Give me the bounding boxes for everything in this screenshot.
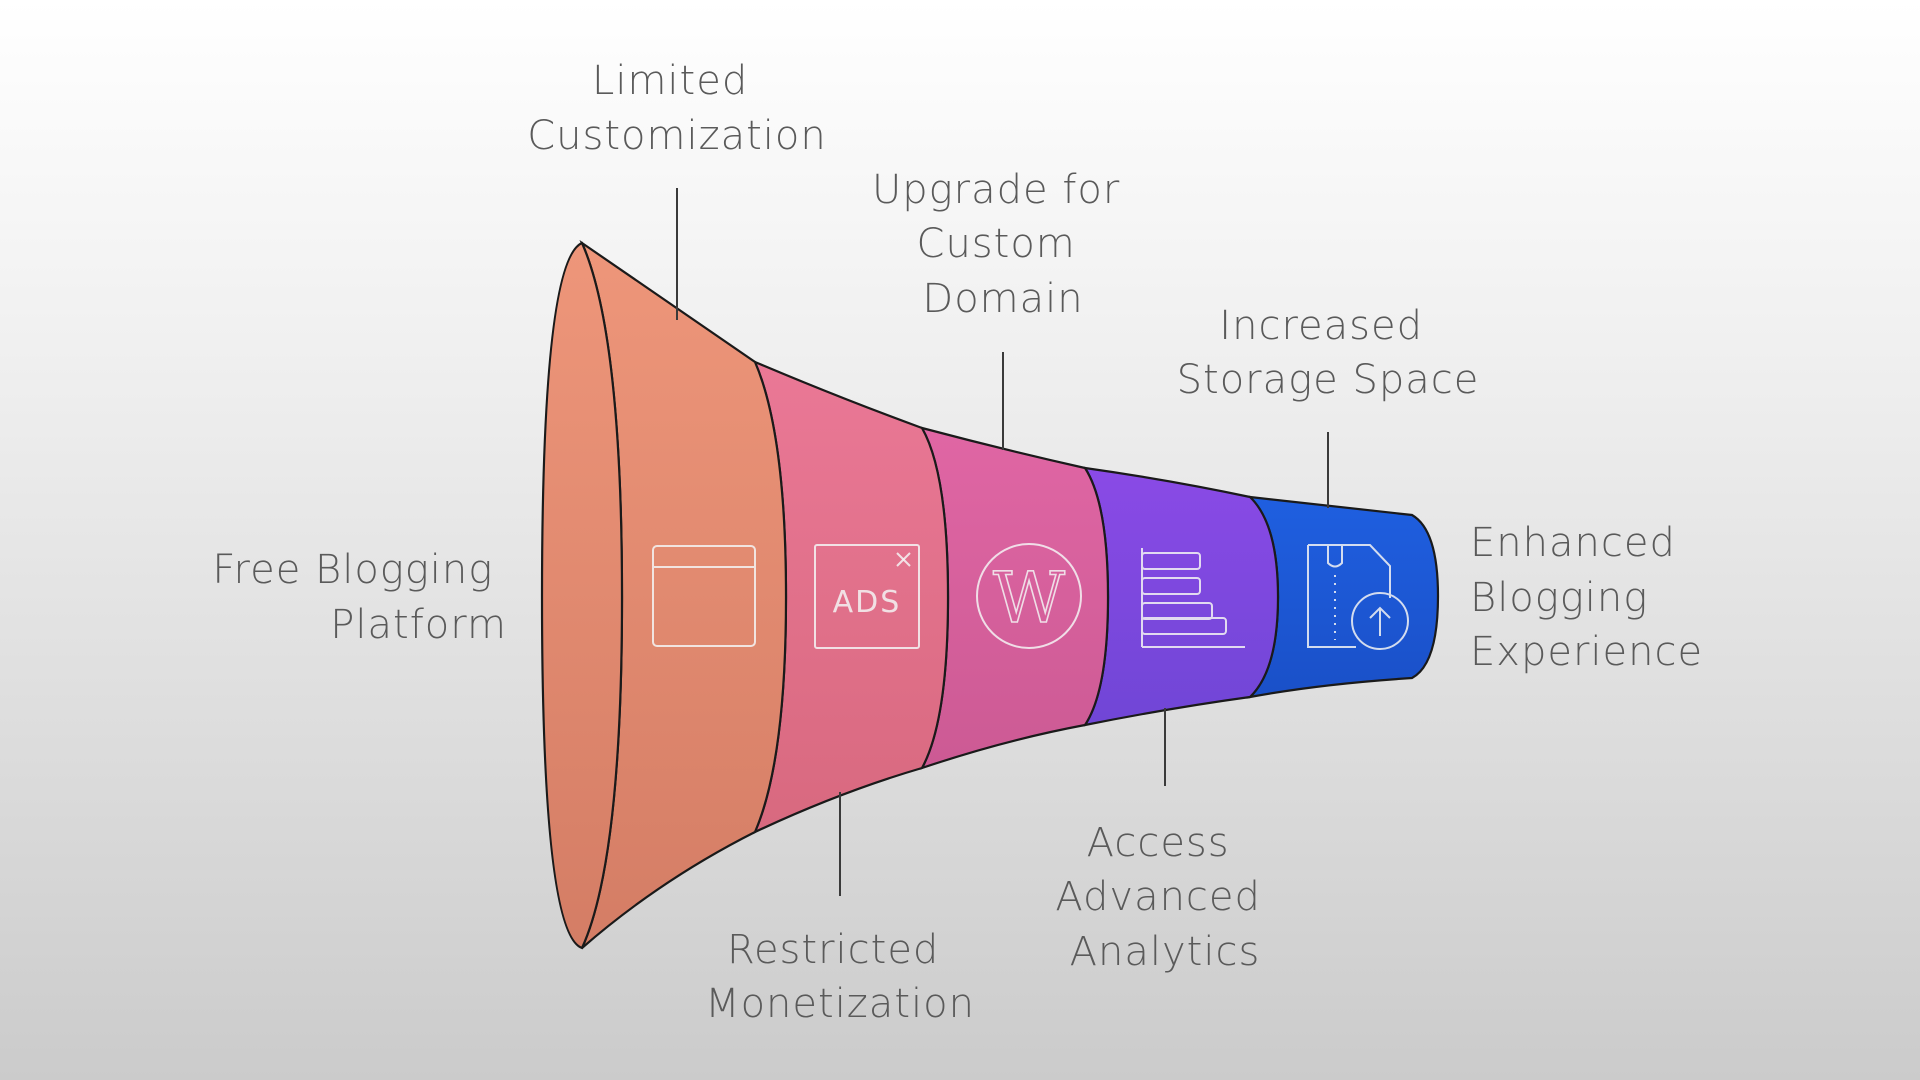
label-restricted-monetization: Restricted Monetization (705, 927, 975, 1027)
label-increased-storage-space: Increased Storage Space (1177, 303, 1480, 403)
funnel-segment-1 (540, 239, 788, 950)
wordpress-icon-letter: W (993, 557, 1065, 639)
label-upgrade-custom-domain: Upgrade for Custom Domain (872, 167, 1134, 322)
wordpress-icon: W (976, 543, 1082, 649)
label-free-blogging-platform: Free Blogging Platform (212, 547, 507, 648)
ads-close-icon: ADS (814, 544, 920, 649)
file-upload-icon (1307, 544, 1409, 650)
label-access-advanced-analytics: Access Advanced Analytics (1055, 820, 1274, 975)
ads-icon-text: ADS (833, 585, 902, 620)
label-limited-customization: Limited Customization (527, 58, 826, 159)
browser-window-icon (652, 545, 756, 647)
label-enhanced-blogging-experience: Enhanced Blogging Experience (1470, 520, 1703, 675)
funnel-segment-4 (1082, 466, 1280, 727)
bar-chart-icon (1141, 548, 1245, 648)
